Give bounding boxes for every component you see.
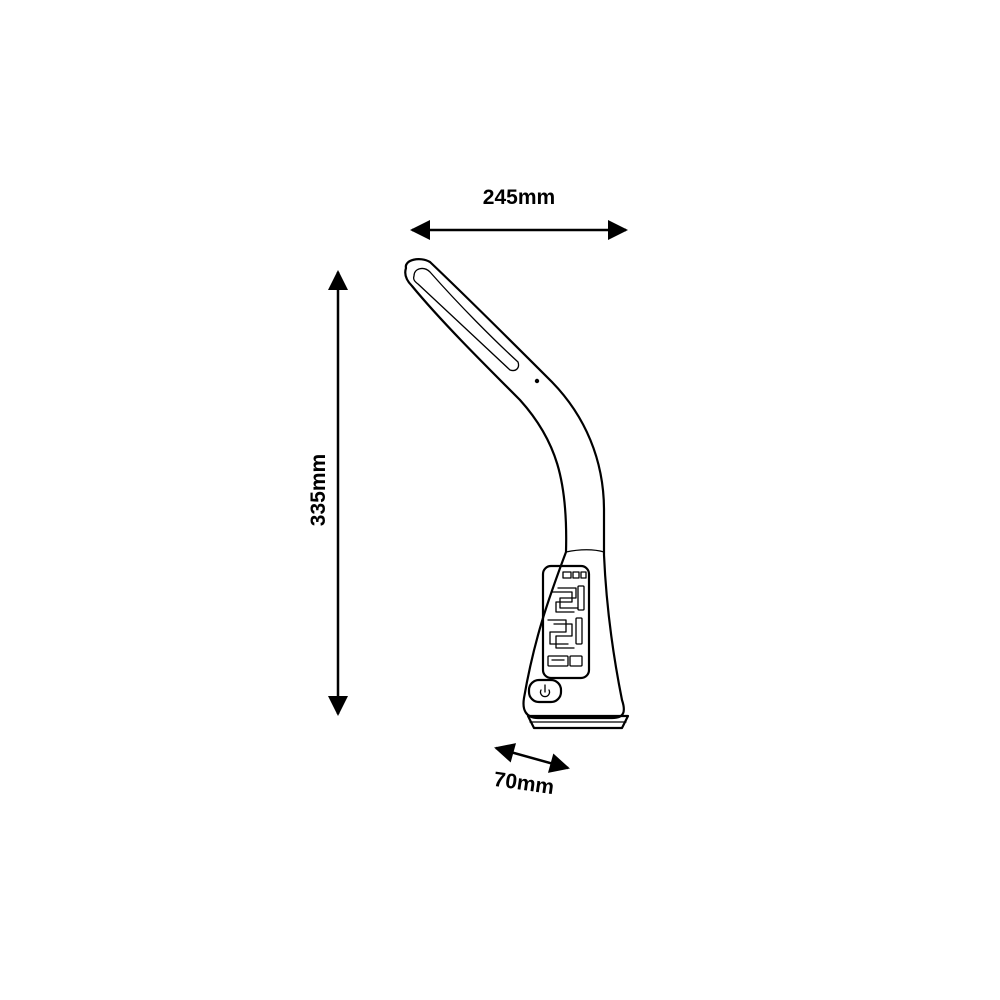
lamp-display-digits-upper (551, 585, 585, 613)
height-dimension: 335mm (307, 270, 348, 716)
height-label: 335mm (307, 454, 330, 526)
power-icon (539, 684, 551, 698)
lamp-light-panel (412, 267, 520, 372)
lamp-display-digits-lower (547, 617, 583, 649)
width-dimension: 245mm (410, 186, 628, 240)
lamp-neck (404, 258, 625, 720)
depth-arrow (494, 743, 570, 773)
depth-label: 70mm (492, 768, 555, 799)
lamp-drawing (404, 258, 630, 730)
power-button (527, 678, 563, 704)
lamp-base-plate (526, 714, 630, 730)
depth-dimension: 70mm (492, 743, 570, 799)
width-label: 245mm (483, 186, 555, 209)
lamp-display-frame (541, 564, 591, 680)
lamp-sensor-dot (534, 378, 540, 384)
